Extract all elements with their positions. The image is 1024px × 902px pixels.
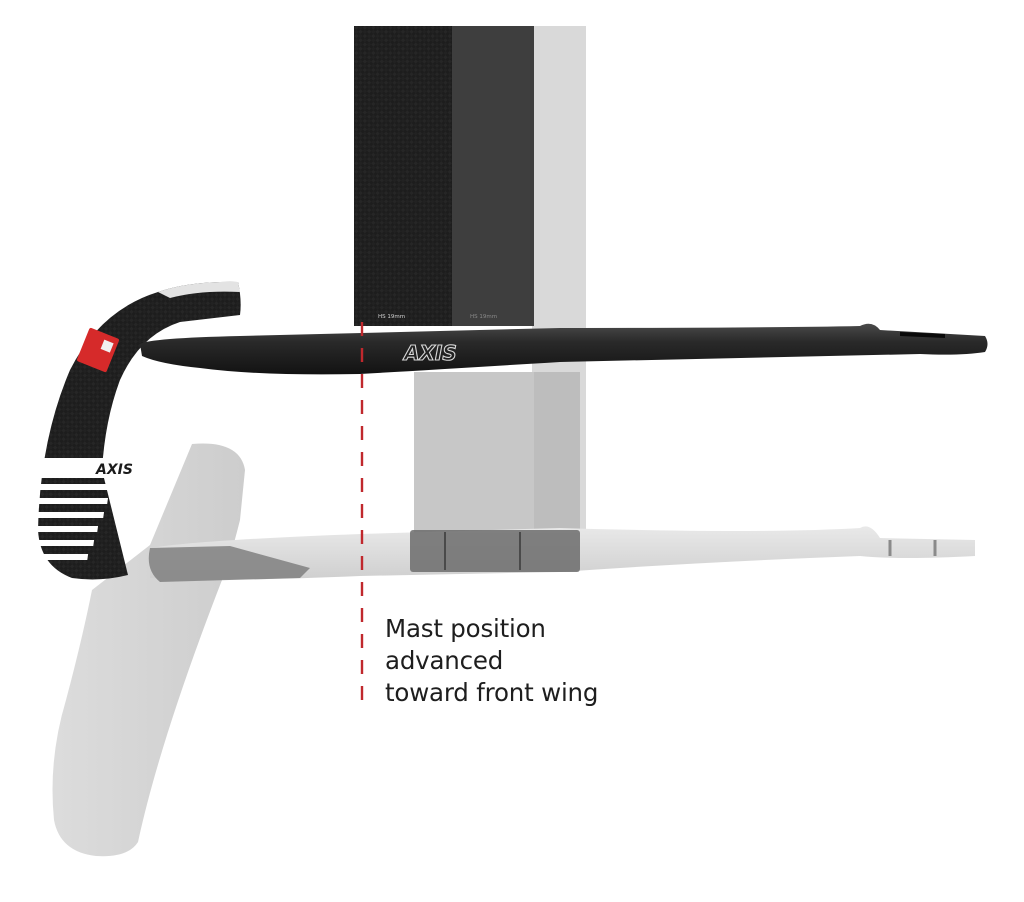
annotation-line-1: Mast position bbox=[385, 614, 546, 643]
ghost-rear-bolts bbox=[888, 540, 937, 556]
mast-position-annotation: Mast position advanced toward front wing bbox=[385, 613, 598, 709]
fuselage-tail-slot bbox=[900, 332, 945, 338]
mast-label-ghost: HS 19mm bbox=[470, 314, 497, 320]
svg-text:AXIS: AXIS bbox=[402, 341, 457, 365]
wing-logo: AXIS bbox=[95, 462, 133, 478]
wing-spec-panel: AXIS bbox=[0, 458, 133, 560]
wing-brand-tag bbox=[77, 327, 119, 373]
annotation-line-3: toward front wing bbox=[385, 678, 599, 707]
ghost-mast-plate bbox=[410, 530, 580, 572]
fuselage bbox=[140, 323, 988, 375]
carbon-mast: HS 19mm HS 19mm bbox=[354, 26, 534, 326]
ghost-mast bbox=[414, 26, 586, 548]
fuselage-logo: AXIS bbox=[401, 340, 457, 365]
annotation-line-2: advanced bbox=[385, 646, 504, 675]
front-wing-edge bbox=[158, 281, 240, 298]
mast-label: HS 19mm bbox=[378, 314, 405, 320]
ghost-wing-mount bbox=[148, 546, 310, 582]
